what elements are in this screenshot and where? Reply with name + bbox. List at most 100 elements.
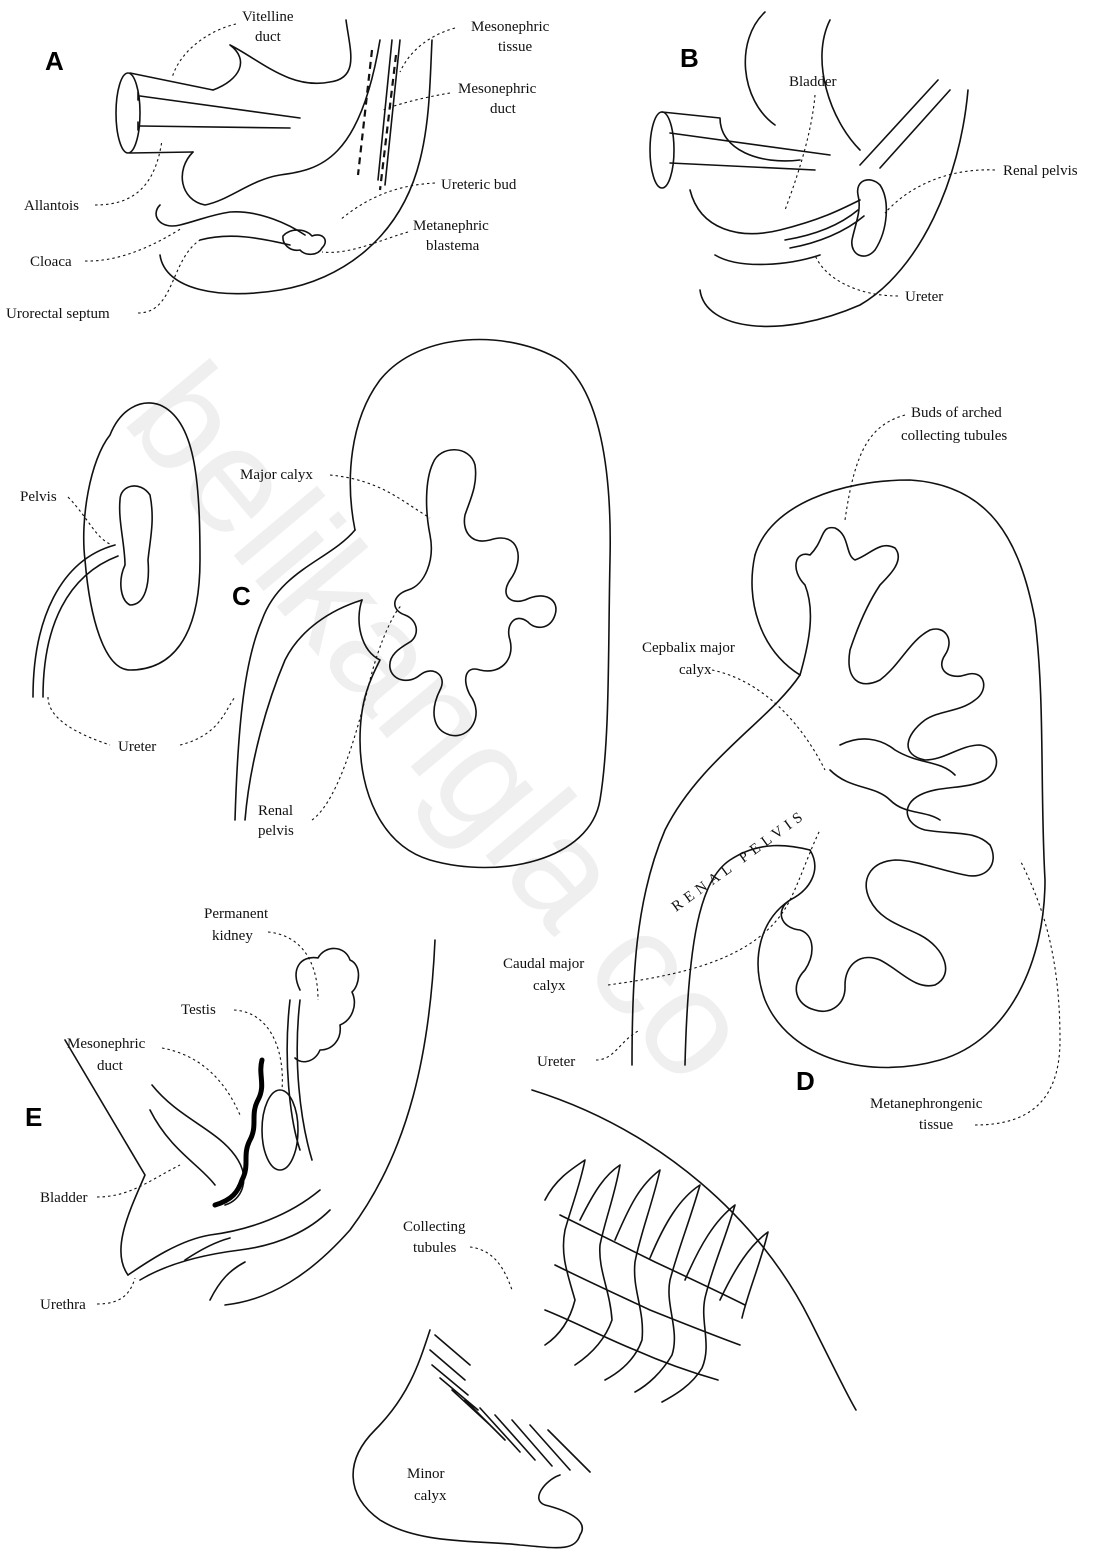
label-d-ceph-1: Cepbalix major — [642, 640, 735, 656]
small-kidney-ureter — [33, 545, 118, 697]
body-wall — [160, 40, 432, 294]
small-kidney-pelvis — [120, 486, 153, 605]
label-d-caudal-2: calyx — [533, 978, 566, 994]
tubule-2 — [575, 1165, 620, 1365]
e-rectum — [185, 1238, 245, 1300]
label-b-ureter: Ureter — [905, 289, 943, 305]
leader-allantois — [95, 140, 162, 205]
label-c-ureter: Ureter — [118, 739, 156, 755]
tubule-5 — [662, 1205, 735, 1402]
leader-ureteric-bud — [340, 183, 435, 220]
label-e-mesoduct-1: Mesonephric — [67, 1036, 146, 1052]
panel-e-embryo — [65, 940, 435, 1305]
leader-e-testis — [234, 1010, 282, 1090]
b-renal-pelvis-shape — [852, 180, 887, 256]
e-anterior-wall — [65, 1040, 145, 1275]
kidney-d-calyx-inner-1 — [840, 739, 955, 775]
label-d-meta-2: tissue — [919, 1117, 954, 1133]
stalk-walls — [130, 73, 213, 153]
panel-a: A Vitelline duct Mesonephric — [6, 9, 550, 322]
b-stalk-tubes — [670, 133, 830, 170]
label-e-testis: Testis — [181, 1002, 216, 1018]
label-mesotissue-1: Mesonephric — [471, 19, 550, 35]
panel-b-letter: B — [680, 43, 699, 73]
tubule-1 — [545, 1160, 585, 1345]
tubule-cross-3 — [545, 1310, 718, 1380]
label-f-coll-1: Collecting — [403, 1219, 466, 1235]
label-d-ureter: Ureter — [537, 1054, 575, 1070]
kidney-d-calyx-inner-2 — [830, 770, 940, 820]
label-mesoduct-1: Mesonephric — [458, 81, 537, 97]
leader-d-buds — [845, 415, 905, 520]
leader-e-mesoduct — [162, 1048, 240, 1115]
tubule-cross-2 — [555, 1265, 740, 1345]
allantois-stalk-opening — [116, 73, 140, 153]
f-tubules — [545, 1160, 768, 1402]
e-ureter — [287, 1000, 312, 1160]
b-bladder-outline — [690, 190, 860, 234]
label-f-minor-1: Minor — [407, 1466, 445, 1482]
leader-d-cephalix — [712, 670, 825, 770]
mesonephric-ridge — [378, 40, 400, 185]
leader-d-metanephrogenic — [975, 860, 1060, 1125]
label-blastema-2: blastema — [426, 238, 480, 254]
leader-blastema — [322, 232, 408, 252]
panel-a-letter: A — [45, 46, 64, 76]
f-calyx-stalks — [353, 1330, 590, 1548]
label-mesoduct-2: duct — [490, 101, 517, 117]
label-e-mesoduct-2: duct — [97, 1058, 124, 1074]
b-stalk-opening — [650, 112, 674, 188]
label-d-renal-pelvis: RENAL PELVIS — [669, 807, 810, 916]
label-vitelline-2: duct — [255, 29, 282, 45]
b-meso-ridge — [860, 80, 950, 168]
leader-b-ureter — [815, 255, 898, 296]
watermark: belikangla co — [95, 333, 787, 1112]
leader-e-bladder — [97, 1165, 180, 1197]
e-testis — [262, 1090, 298, 1170]
label-c-pelvis: Pelvis — [20, 489, 57, 505]
panel-f-leaders — [470, 1247, 512, 1290]
leader-c-ureter — [48, 697, 235, 745]
leader-c-pelvis — [68, 497, 112, 545]
urorectal-fold — [200, 236, 290, 245]
leader-urorectal — [138, 240, 200, 313]
label-ureteric-bud: Ureteric bud — [441, 177, 517, 193]
e-mesonephric-duct — [215, 1060, 262, 1205]
panel-c-letter: C — [232, 581, 251, 611]
label-d-buds-2: collecting tubules — [901, 428, 1007, 444]
watermark-text: belikangla co — [95, 333, 787, 1112]
label-b-bladder: Bladder — [789, 74, 836, 90]
kidney-d-calyx-tree — [781, 528, 996, 1012]
panel-e-letter: E — [25, 1102, 42, 1132]
label-allantois: Allantois — [24, 198, 79, 214]
label-blastema-1: Metanephric — [413, 218, 489, 234]
label-c-renal-1: Renal — [258, 803, 293, 819]
label-b-renal-pelvis: Renal pelvis — [1003, 163, 1078, 179]
label-cloaca: Cloaca — [30, 254, 72, 270]
vitelline-and-allantois-tubes — [138, 92, 300, 130]
gut-outline-top — [213, 20, 351, 90]
panel-f: Collecting tubules Minor calyx — [353, 1090, 856, 1548]
panel-a-leaders — [85, 24, 455, 313]
label-vitelline-1: Vitelline — [242, 9, 294, 25]
leader-e-urethra — [97, 1278, 135, 1304]
leader-mesotissue — [400, 28, 455, 72]
tubule-4 — [635, 1185, 700, 1392]
leader-vitelline — [172, 24, 236, 78]
e-permanent-kidney — [295, 948, 359, 1061]
b-upper-wall — [662, 112, 800, 161]
label-f-minor-2: calyx — [414, 1488, 447, 1504]
panel-e-leaders — [97, 932, 318, 1304]
label-urorectal: Urorectal septum — [6, 306, 110, 322]
panel-a-embryo — [116, 20, 432, 294]
leader-e-kidney — [268, 932, 318, 1000]
panel-b: B Bladder Renal pelvis Ureter — [650, 12, 1078, 326]
label-c-renal-2: pelvis — [258, 823, 294, 839]
label-mesotissue-2: tissue — [498, 39, 533, 55]
e-bladder-outline — [150, 1085, 244, 1205]
label-c-major-calyx: Major calyx — [240, 467, 313, 483]
leader-b-renal-pelvis — [885, 170, 995, 213]
label-d-ceph-2: calyx — [679, 662, 712, 678]
e-body-wall — [225, 940, 435, 1305]
